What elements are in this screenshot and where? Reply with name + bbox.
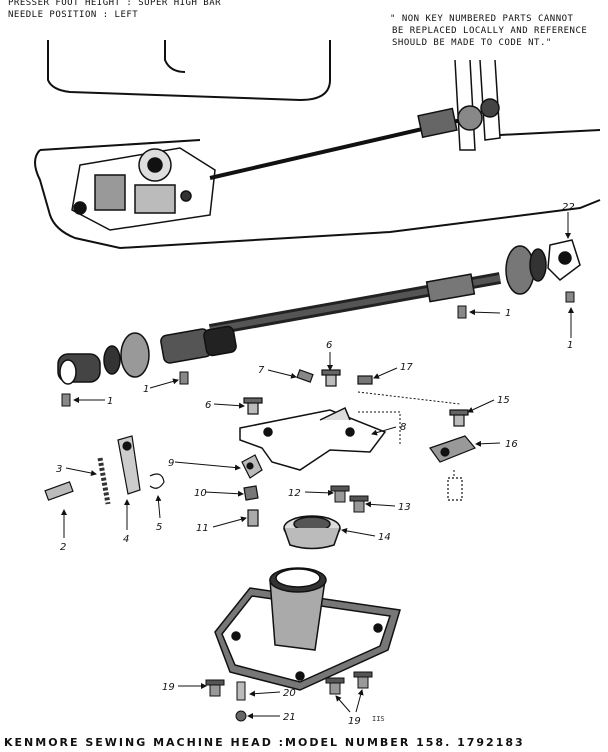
machine-bed-outline bbox=[34, 40, 601, 250]
needle-position-note: NEEDLE POSITION : LEFT bbox=[8, 10, 139, 20]
callout-1: 1 bbox=[107, 396, 113, 407]
reference-note-line1: " NON KEY NUMBERED PARTS CANNOT bbox=[390, 14, 574, 24]
lever-assembly bbox=[429, 435, 476, 501]
leader-lines bbox=[61, 212, 574, 719]
bottom-screws bbox=[205, 671, 373, 722]
callout-12: 12 bbox=[288, 488, 301, 499]
callout-1: 1 bbox=[567, 340, 573, 351]
callout-9: 9 bbox=[168, 458, 174, 469]
callout-6: 6 bbox=[205, 400, 211, 411]
callout-13: 13 bbox=[398, 502, 411, 513]
feed-mechanism-assembly bbox=[71, 147, 216, 231]
callout-14: 14 bbox=[378, 532, 391, 543]
main-shaft bbox=[57, 239, 581, 385]
set-screws bbox=[61, 291, 575, 407]
upper-feed-shaft bbox=[209, 59, 501, 180]
model-caption: KENMORE SEWING MACHINE HEAD :MODEL NUMBE… bbox=[4, 736, 525, 749]
callout-21: 21 bbox=[283, 712, 296, 723]
link-part bbox=[241, 454, 263, 527]
callout-19: 19 bbox=[348, 716, 361, 727]
callout-22: 22 bbox=[562, 202, 575, 213]
callout-11: 11 bbox=[196, 523, 209, 534]
drawing-code: IIS bbox=[372, 715, 385, 723]
feed-bar bbox=[239, 406, 387, 471]
reference-note-line2: BE REPLACED LOCALLY AND REFERENCE bbox=[392, 26, 588, 36]
callout-20: 20 bbox=[283, 688, 296, 699]
bobbin-ring bbox=[283, 515, 341, 550]
callout-3: 3 bbox=[56, 464, 62, 475]
callout-15: 15 bbox=[497, 395, 510, 406]
callout-6: 6 bbox=[326, 340, 332, 351]
callout-16: 16 bbox=[505, 439, 518, 450]
callout-17: 17 bbox=[400, 362, 413, 373]
callout-4: 4 bbox=[123, 534, 129, 545]
callout-2: 2 bbox=[60, 542, 66, 553]
callout-7: 7 bbox=[258, 365, 265, 376]
presser-foot-note: PRESSER FOOT HEIGHT : SUPER HIGH BAR bbox=[8, 0, 222, 8]
callout-numbers: 22 1 1 1 1 6 7 17 6 15 8 16 3 9 10 12 13… bbox=[56, 202, 575, 727]
callout-1: 1 bbox=[143, 384, 149, 395]
small-parts bbox=[243, 369, 469, 427]
reference-note-line3: SHOULD BE MADE TO CODE NT." bbox=[392, 38, 552, 48]
hook-base-assembly bbox=[214, 567, 401, 691]
callout-19: 19 bbox=[162, 682, 175, 693]
callout-10: 10 bbox=[194, 488, 207, 499]
screws-12-13 bbox=[330, 485, 369, 513]
callout-1: 1 bbox=[505, 308, 511, 319]
spring-lever-assembly bbox=[44, 435, 165, 505]
callout-8: 8 bbox=[400, 422, 406, 433]
callout-5: 5 bbox=[156, 522, 162, 533]
